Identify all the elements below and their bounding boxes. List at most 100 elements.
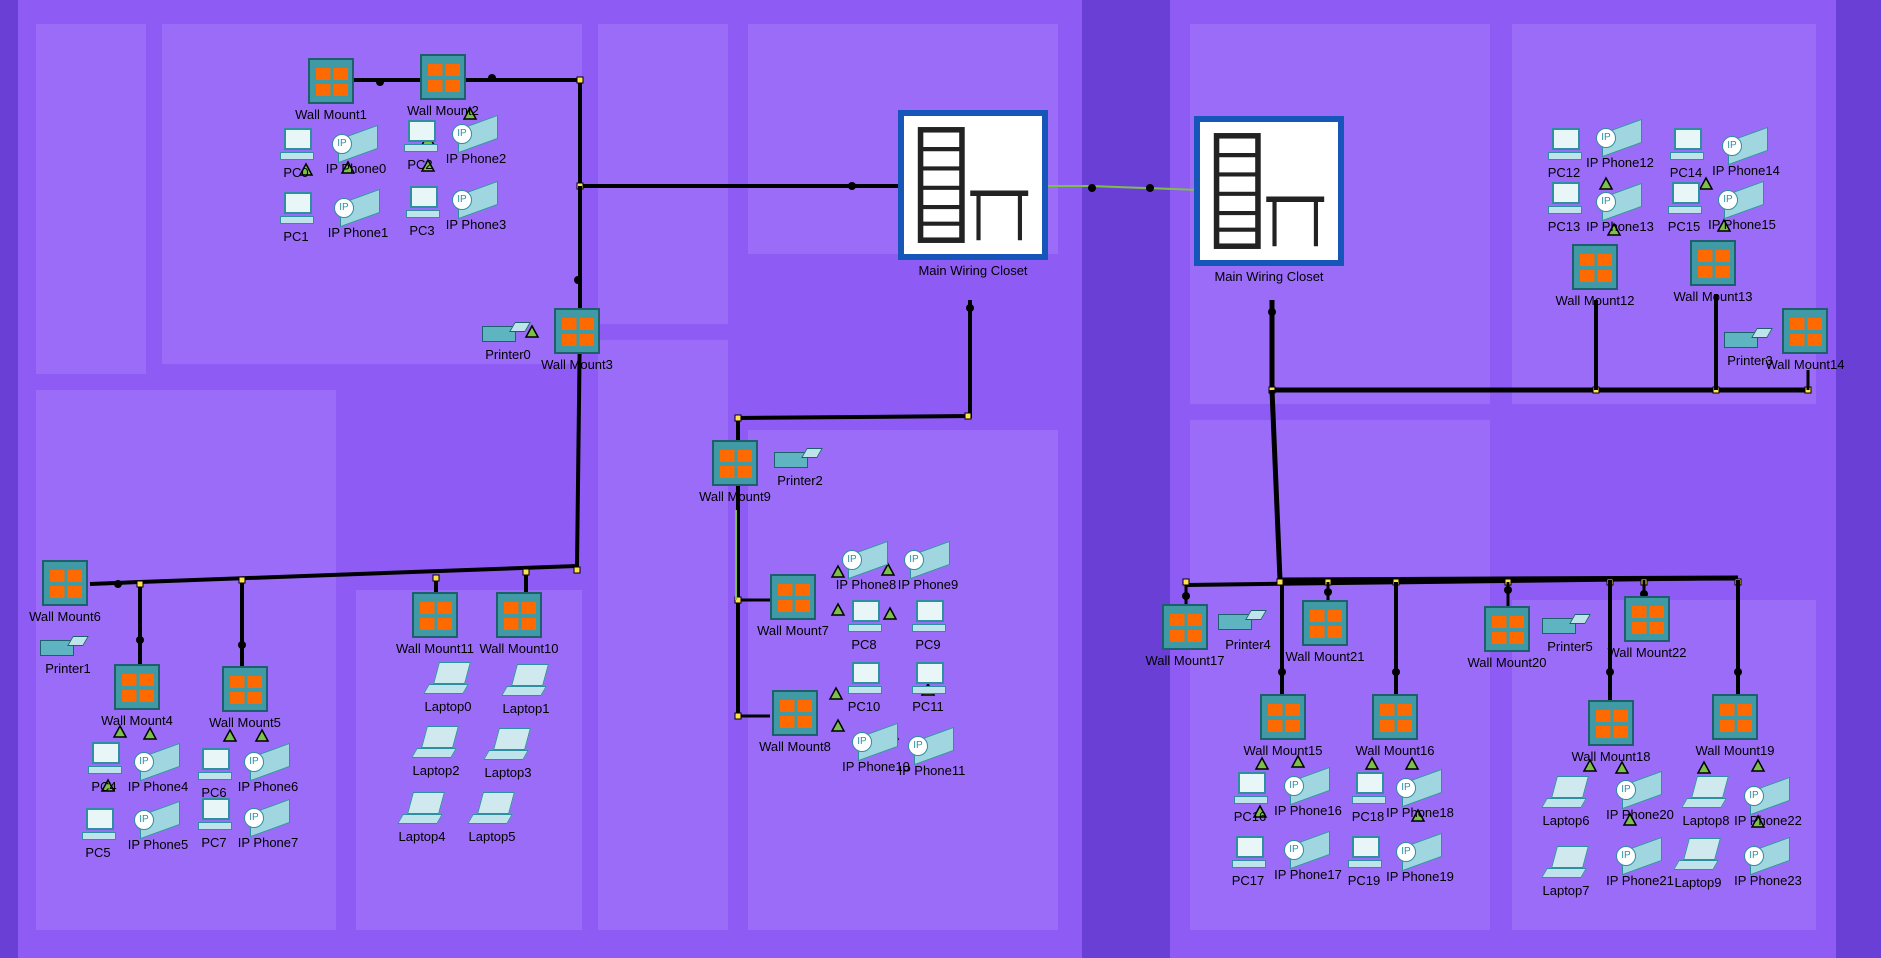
pc17[interactable] [1230,836,1266,870]
ip-phone12[interactable]: IP [1596,118,1642,158]
cable-bend-point[interactable] [734,712,742,720]
printer2[interactable] [774,448,823,470]
cable-bend-point[interactable] [238,576,246,584]
laptop0[interactable] [423,662,471,696]
ip-phone14[interactable]: IP [1722,126,1768,166]
ip-phone3[interactable]: IP [452,180,498,220]
cable-bend-point[interactable] [576,76,584,84]
pc18[interactable] [1350,772,1386,806]
cable[interactable] [89,186,582,586]
ip-phone18[interactable]: IP [1396,768,1442,808]
pc19[interactable] [1346,836,1382,870]
ip-phone0[interactable]: IP [332,124,378,164]
cable-bend-point[interactable] [734,414,742,422]
cable-bend-point[interactable] [136,580,144,588]
ip-phone8[interactable]: IP [842,540,888,580]
laptop3[interactable] [483,728,531,762]
cable-bend-point[interactable] [522,568,530,576]
pc8[interactable] [846,600,882,634]
ip-phone15[interactable]: IP [1718,180,1764,220]
ip-phone7[interactable]: IP [244,798,290,838]
wall-mount12[interactable] [1572,244,1618,290]
wall-mount6[interactable] [42,560,88,606]
wall-mount3[interactable] [554,308,600,354]
ip-phone21[interactable]: IP [1616,836,1662,876]
cable[interactable] [578,80,900,188]
ip-phone4[interactable]: IP [134,742,180,782]
cable[interactable] [736,300,972,716]
pc2[interactable] [402,120,438,154]
wall-mount8[interactable] [772,690,818,736]
laptop7[interactable] [1541,846,1589,880]
printer0[interactable] [482,322,531,344]
pc4[interactable] [86,742,122,776]
pc14[interactable] [1668,128,1704,162]
laptop9[interactable] [1673,838,1721,872]
pc0[interactable] [278,128,314,162]
cable-bend-point[interactable] [432,574,440,582]
wall-mount20[interactable] [1484,606,1530,652]
pc15[interactable] [1666,182,1702,216]
laptop5[interactable] [467,792,515,826]
laptop1[interactable] [501,664,549,698]
laptop2[interactable] [411,726,459,760]
wall-mount19[interactable] [1712,694,1758,740]
wall-mount13[interactable] [1690,240,1736,286]
ip-phone10[interactable]: IP [852,722,898,762]
wall-mount18[interactable] [1588,700,1634,746]
laptop6[interactable] [1541,776,1589,810]
wall-mount14[interactable] [1782,308,1828,354]
wall-mount15[interactable] [1260,694,1306,740]
wall-mount21[interactable] [1302,600,1348,646]
pc6[interactable] [196,748,232,782]
wall-mount2[interactable] [420,54,466,100]
pc1[interactable] [278,192,314,226]
ip-phone6[interactable]: IP [244,742,290,782]
wall-mount7[interactable] [770,574,816,620]
pc10[interactable] [846,662,882,696]
ip-phone13[interactable]: IP [1596,182,1642,222]
ip-phone17[interactable]: IP [1284,830,1330,870]
wall-mount22[interactable] [1624,596,1670,642]
cable-bend-point[interactable] [964,412,972,420]
ip-phone2[interactable]: IP [452,114,498,154]
printer1[interactable] [40,636,89,658]
ip-phone20[interactable]: IP [1616,770,1662,810]
main-wiring-closet-1[interactable] [898,110,1048,260]
pc3[interactable] [404,186,440,220]
cable[interactable] [1269,389,1739,583]
wall-mount4[interactable] [114,664,160,710]
laptop4[interactable] [397,792,445,826]
pc7[interactable] [196,798,232,832]
ip-phone22[interactable]: IP [1744,776,1790,816]
ip-phone19[interactable]: IP [1396,832,1442,872]
main-wiring-closet-2[interactable] [1194,116,1344,266]
ip-phone11[interactable]: IP [908,726,954,766]
ip-phone16[interactable]: IP [1284,766,1330,806]
ip-phone23[interactable]: IP [1744,836,1790,876]
wall-mount16[interactable] [1372,694,1418,740]
wall-mount11[interactable] [412,592,458,638]
printer5[interactable] [1542,614,1591,636]
cable-bend-point[interactable] [1276,578,1284,586]
cable-bend-point[interactable] [573,566,581,574]
pc16[interactable] [1232,772,1268,806]
laptop8[interactable] [1681,776,1729,810]
wall-mount17[interactable] [1162,604,1208,650]
pc12[interactable] [1546,128,1582,162]
wall-mount1[interactable] [308,58,354,104]
wall-mount9[interactable] [712,440,758,486]
ip-phone1[interactable]: IP [334,188,380,228]
pc13[interactable] [1546,182,1582,216]
pc11[interactable] [910,662,946,696]
pc9[interactable] [910,600,946,634]
cable-bend-point[interactable] [1182,578,1190,586]
ip-phone5[interactable]: IP [134,800,180,840]
printer4[interactable] [1218,610,1267,632]
pc5[interactable] [80,808,116,842]
wall-mount10[interactable] [496,592,542,638]
wall-mount5[interactable] [222,666,268,712]
ip-phone9[interactable]: IP [904,540,950,580]
printer3[interactable] [1724,328,1773,350]
